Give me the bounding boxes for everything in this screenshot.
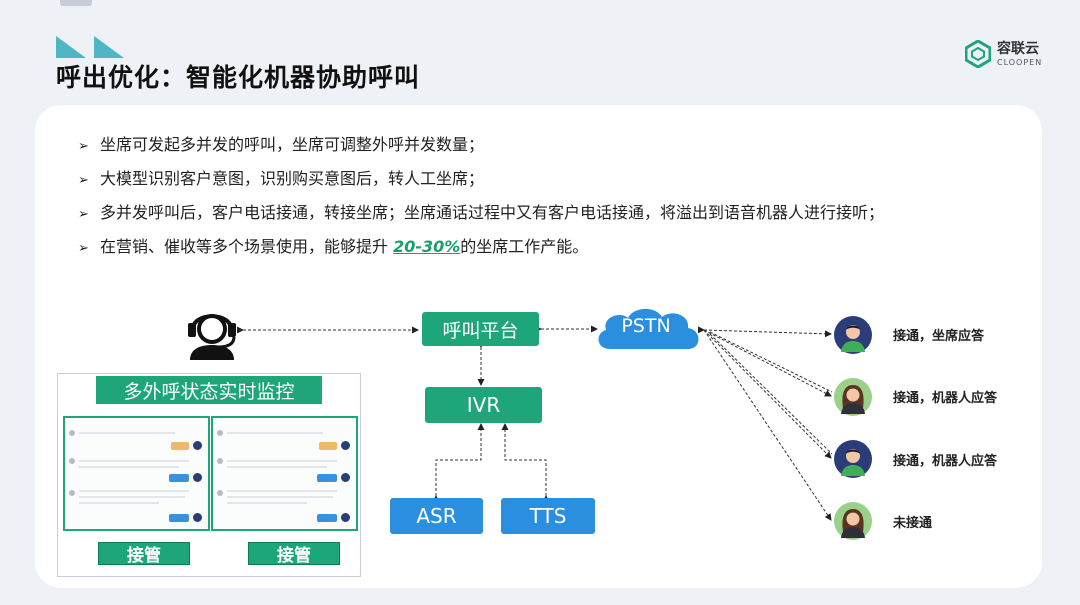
bullet-item: ➢在营销、催收等多个场景使用，能够提升 20-30%的坐席工作产能。 [78, 230, 884, 264]
take-over-button[interactable]: 接管 [98, 542, 190, 566]
chat-preview-panel [63, 416, 210, 531]
logo-icon [965, 40, 991, 68]
bullet-list: ➢坐席可发起多并发的呼叫，坐席可调整外呼并发数量； ➢大模型识别客户意图，识别购… [78, 128, 884, 264]
call-monitor-panel: 多外呼状态实时监控 接管 接管 [57, 373, 361, 577]
arrow-bullet-icon: ➢ [78, 207, 89, 222]
male-customer-avatar-icon [834, 316, 872, 354]
arrow-bullet-icon: ➢ [78, 173, 89, 188]
logo-name: 容联云 [997, 40, 1039, 57]
logo-name-en: CLOOPEN [997, 57, 1043, 67]
bullet-item: ➢多并发呼叫后，客户电话接通，转接坐席；坐席通话过程中又有客户电话接通，将溢出到… [78, 196, 884, 230]
ivr-node: IVR [425, 387, 542, 423]
tts-node: TTS [501, 498, 595, 534]
male-customer-avatar-icon [834, 440, 872, 478]
arrow-bullet-icon: ➢ [78, 139, 89, 154]
call-platform-node: 呼叫平台 [422, 312, 539, 346]
recipient-status-label: 接通，机器人应答 [893, 454, 998, 469]
recipient-status-label: 接通，坐席应答 [893, 329, 985, 344]
bullet-item: ➢坐席可发起多并发的呼叫，坐席可调整外呼并发数量； [78, 128, 884, 162]
top-tab-stub [60, 0, 92, 6]
chat-preview-panel [211, 416, 358, 531]
recipient-status-label: 接通，机器人应答 [893, 391, 998, 406]
bullet-item: ➢大模型识别客户意图，识别购买意图后，转人工坐席； [78, 162, 884, 196]
arrow-bullet-icon: ➢ [78, 241, 89, 256]
asr-node: ASR [390, 498, 483, 534]
take-over-button[interactable]: 接管 [248, 542, 340, 566]
company-logo: 容联云 CLOOPEN [965, 40, 1042, 68]
page-title: 呼出优化：智能化机器协助呼叫 [56, 63, 421, 92]
pstn-cloud-icon [598, 308, 699, 349]
pstn-label: PSTN [621, 315, 671, 337]
capacity-highlight: 20-30% [393, 237, 461, 256]
monitor-title: 多外呼状态实时监控 [96, 376, 322, 404]
female-customer-avatar-icon [834, 378, 872, 416]
title-decoration [56, 36, 124, 58]
agent-headset-icon [188, 314, 236, 360]
recipient-status-label: 未接通 [893, 516, 933, 531]
female-customer-avatar-icon [834, 502, 872, 540]
